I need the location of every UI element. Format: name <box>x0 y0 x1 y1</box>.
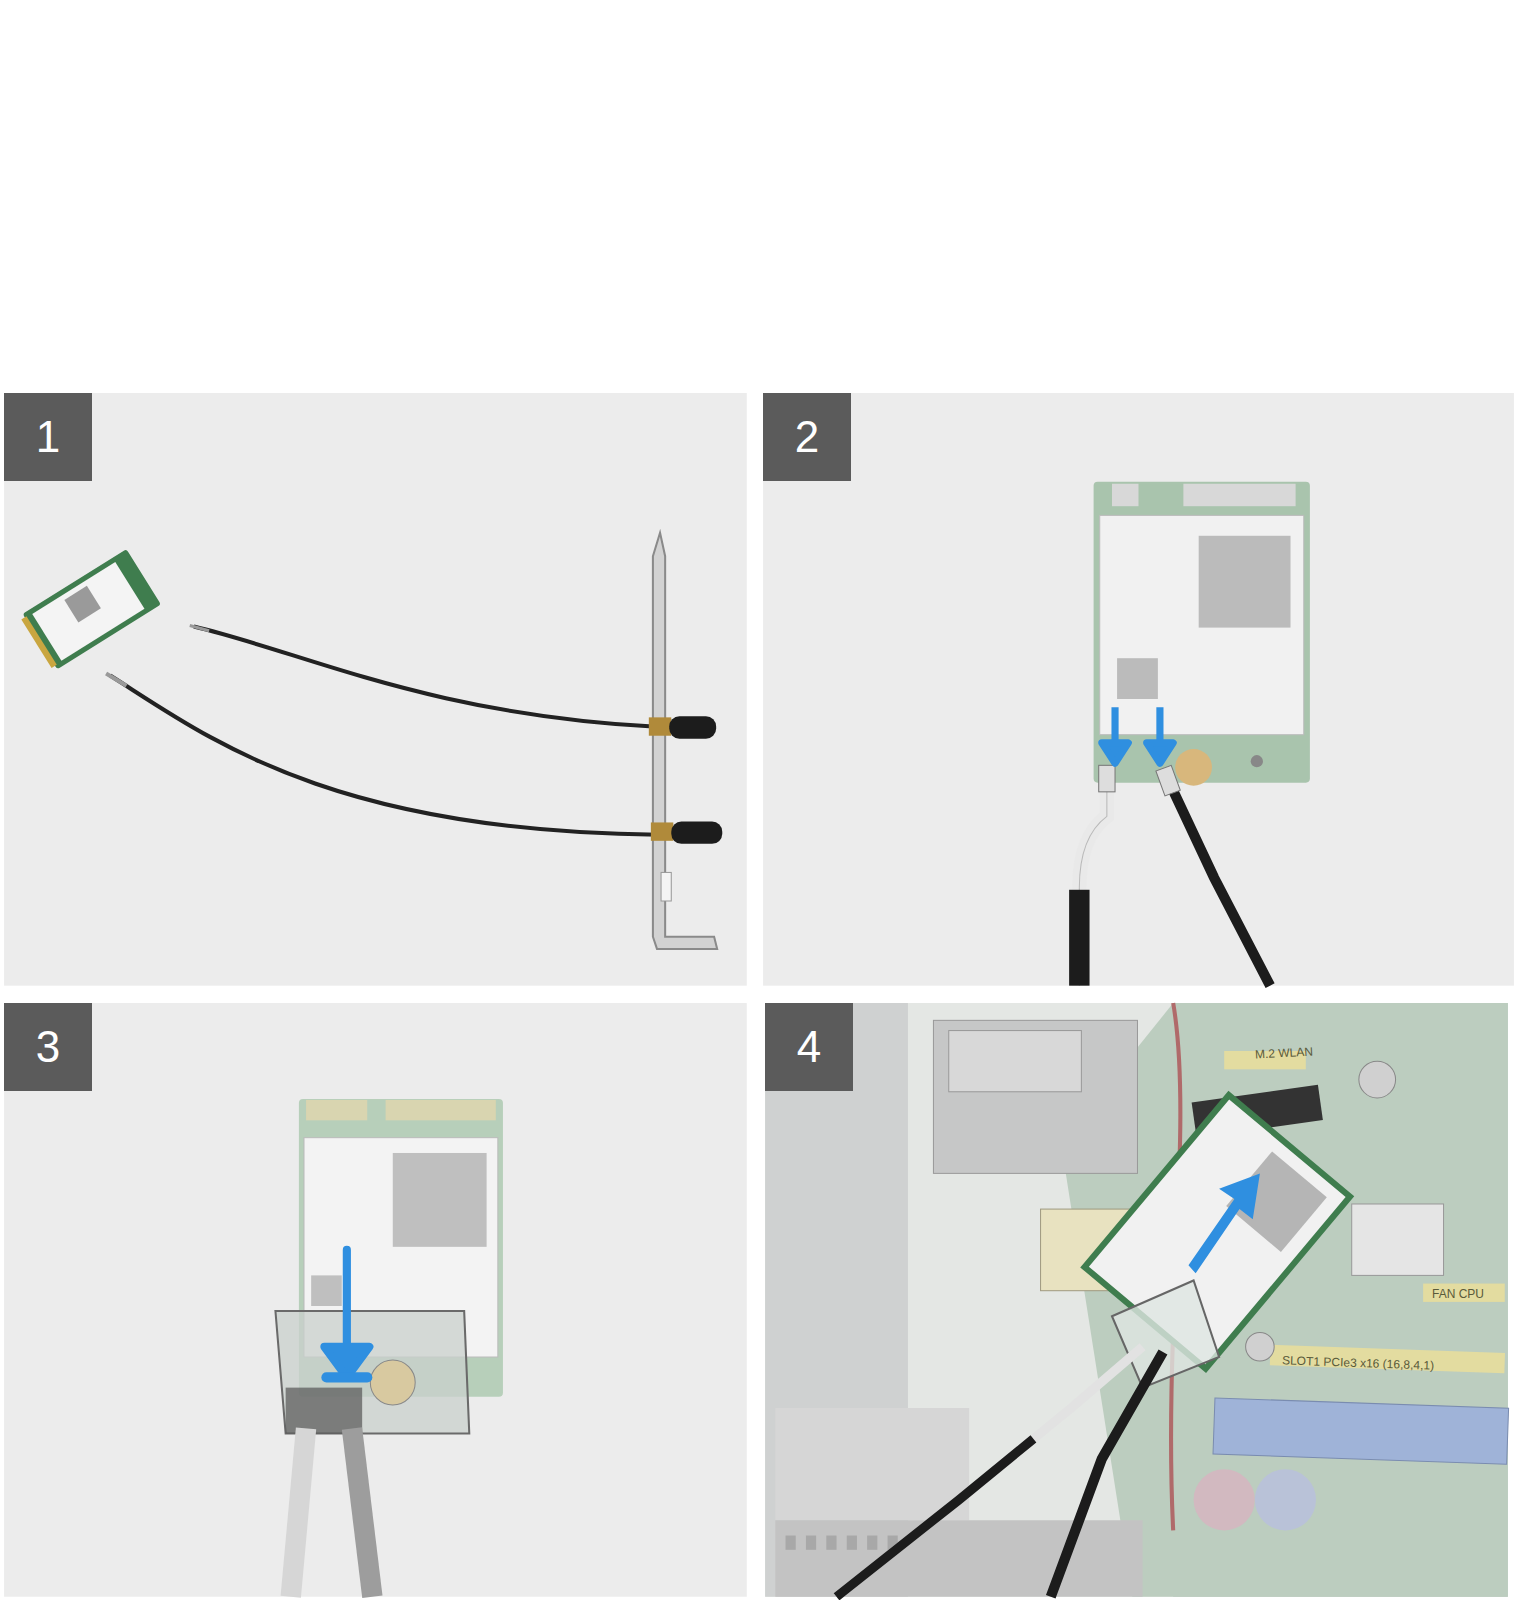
antenna-stub <box>669 716 716 738</box>
direction-arrow <box>1188 1173 1259 1273</box>
board-silkscreen-label: FAN CPU <box>1432 1288 1484 1300</box>
black-cable <box>352 1428 372 1596</box>
motherboard-photo <box>765 1003 1508 1597</box>
step-number: 4 <box>797 1025 821 1069</box>
step-number-box: 1 <box>4 393 92 481</box>
antenna-stub <box>671 821 722 843</box>
antenna-cable <box>194 627 653 727</box>
panel <box>763 393 1514 986</box>
antenna-cable <box>110 676 658 835</box>
step-number-box: 4 <box>765 1003 853 1091</box>
antenna-clip <box>275 1311 469 1433</box>
panel <box>4 1003 747 1597</box>
panel <box>765 1003 1508 1597</box>
direction-arrow <box>324 1250 369 1378</box>
white-cable <box>291 1428 306 1596</box>
step-number: 3 <box>36 1025 60 1069</box>
direction-arrow <box>1102 707 1129 763</box>
direction-arrow <box>1147 707 1174 763</box>
black-cable <box>1167 778 1270 986</box>
slot-bracket <box>653 533 717 949</box>
wlan-card <box>1094 482 1310 786</box>
panel <box>4 393 747 986</box>
board-silkscreen-label: SLOT1 PCIe3 x16 (16,8,4,1) <box>1282 1354 1434 1371</box>
step-number-box: 2 <box>763 393 851 481</box>
antenna-clip <box>1112 1280 1219 1387</box>
step-number: 1 <box>36 415 60 459</box>
wlan-card <box>19 549 161 671</box>
board-silkscreen-label: M.2 WLAN <box>1255 1045 1314 1060</box>
black-cable <box>1051 1352 1163 1597</box>
step-number-box: 3 <box>4 1003 92 1091</box>
step-number: 2 <box>795 415 819 459</box>
